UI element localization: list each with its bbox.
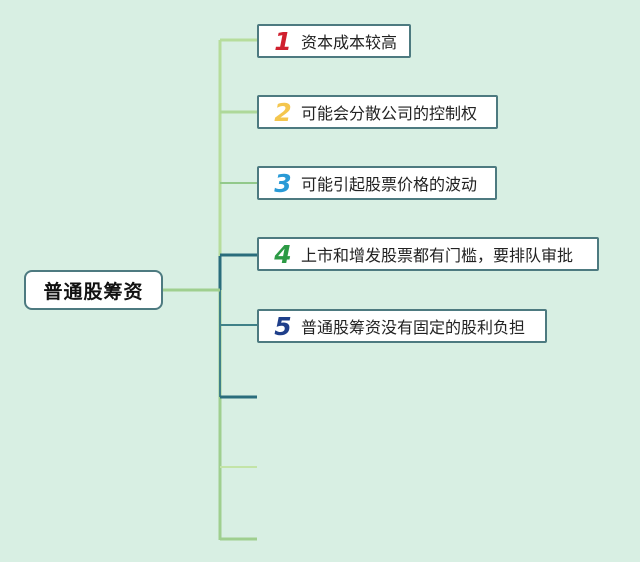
branch-label-5: 普通股筹资没有固定的股利负担 [301,318,526,337]
central-node[interactable]: 普通股筹资 [24,270,163,310]
branch-node-4[interactable]: 4 上市和增发股票都有门槛，要排队审批 [257,237,599,271]
number-badge-1: 1 [274,26,292,56]
central-node-label: 普通股筹资 [43,280,144,303]
number-badge-3: 3 [274,168,292,198]
branch-node-3[interactable]: 3 可能引起股票价格的波动 [257,166,497,200]
branch-label-3: 可能引起股票价格的波动 [301,175,478,194]
number-badge-4: 4 [274,239,292,269]
branch-label-1: 资本成本较高 [301,33,398,52]
branch-node-1[interactable]: 1 资本成本较高 [257,24,411,58]
branch-label-2: 可能会分散公司的控制权 [301,104,478,123]
branch-node-2[interactable]: 2 可能会分散公司的控制权 [257,95,498,129]
number-badge-2: 2 [274,97,292,127]
branch-label-4: 上市和增发股票都有门槛，要排队审批 [301,246,574,265]
branch-node-5[interactable]: 5 普通股筹资没有固定的股利负担 [257,309,547,343]
number-badge-5: 5 [274,311,292,341]
